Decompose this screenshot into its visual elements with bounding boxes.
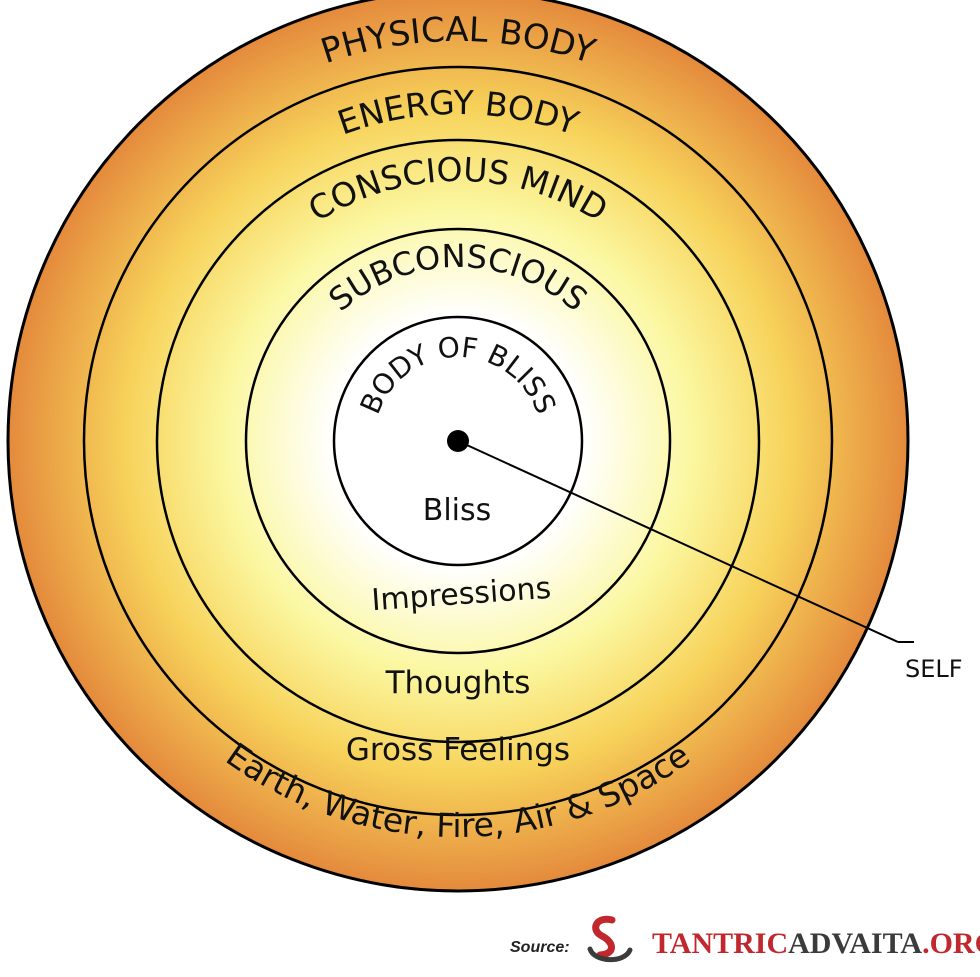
layer-content-energy-body: Gross Feelings bbox=[346, 732, 570, 768]
ring-subconscious bbox=[244, 227, 672, 655]
layer-content-conscious-mind: Thoughts bbox=[385, 665, 531, 701]
source-credit: Source: TANTRICADVAITA.ORG bbox=[510, 915, 980, 963]
tantric-advaita-logo-icon bbox=[587, 915, 633, 963]
source-label: Source: bbox=[510, 939, 570, 956]
brand-name: TANTRICADVAITA.ORG bbox=[652, 927, 980, 960]
self-leader-line bbox=[457, 440, 899, 643]
ring-conscious-mind bbox=[155, 138, 761, 744]
ring-energy-body bbox=[82, 65, 834, 817]
layer-content-body-of-bliss: Bliss bbox=[423, 493, 492, 528]
self-center-dot bbox=[447, 430, 469, 452]
self-label: SELF bbox=[905, 655, 963, 683]
